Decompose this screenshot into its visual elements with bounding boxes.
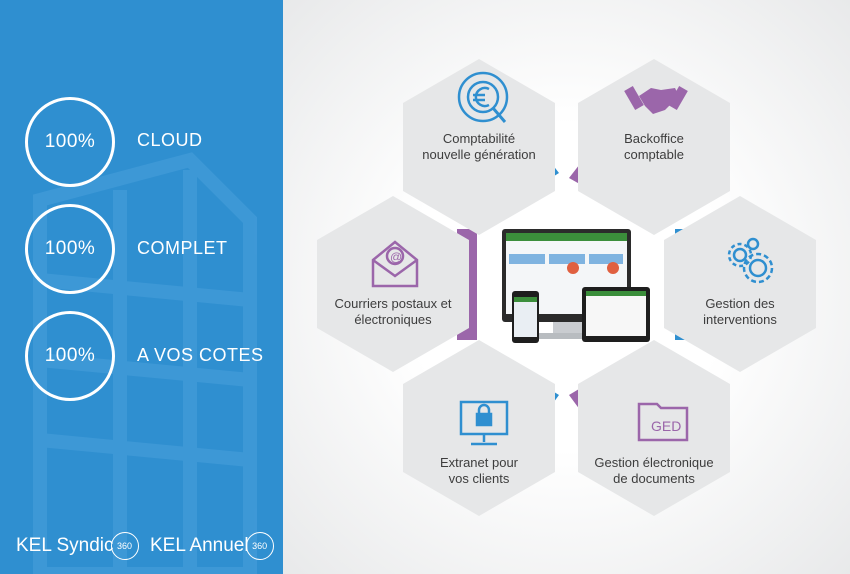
service-label-comptabilite: Comptabilité nouvelle génération <box>404 131 554 163</box>
hex-backoffice <box>578 59 730 235</box>
hex-ged <box>578 340 730 516</box>
service-label-courriers: Courriers postaux et électroniques <box>318 296 468 328</box>
euro-target-icon <box>457 71 509 123</box>
claim-circle-cloud: 100% <box>25 97 115 187</box>
service-label-interventions: Gestion des interventions <box>665 296 815 328</box>
hex-interventions <box>664 196 816 372</box>
claim-label-cloud: CLOUD <box>137 130 203 150</box>
service-line: nouvelle génération <box>422 147 536 162</box>
gears-icon <box>727 237 774 284</box>
claim-percent: 100% <box>44 238 96 259</box>
brand-badge: 360 <box>245 532 274 560</box>
service-line: interventions <box>703 312 777 327</box>
brand-name: KEL Syndic <box>16 535 114 556</box>
service-line: électroniques <box>354 312 432 327</box>
service-label-extranet: Extranet pour vos clients <box>404 455 554 487</box>
left-panel: 100% CLOUD 100% COMPLET 100% A VOS COTES… <box>0 0 283 574</box>
service-line: Backoffice <box>624 131 684 146</box>
service-line: Comptabilité <box>442 131 516 146</box>
hex-courriers <box>317 196 469 372</box>
claim-label-complet: COMPLET <box>137 238 228 258</box>
locked-monitor-icon <box>459 400 509 446</box>
service-line: de documents <box>613 471 695 486</box>
service-line: vos clients <box>448 471 510 486</box>
handshake-icon <box>624 85 688 114</box>
service-label-ged: Gestion électronique de documents <box>579 455 729 487</box>
ged-icon-label: GED <box>651 418 681 434</box>
svg-text:@: @ <box>390 250 402 264</box>
service-line: Courriers postaux et <box>334 296 452 311</box>
service-line: Extranet pour <box>439 455 519 470</box>
service-line: Gestion des <box>705 296 775 311</box>
claim-percent: 100% <box>44 131 96 152</box>
claim-circle-complet: 100% <box>25 204 115 294</box>
claim-percent: 100% <box>44 345 96 366</box>
brand-name: KEL Annuel <box>150 535 249 556</box>
devices-illustration <box>502 229 650 343</box>
service-label-backoffice: Backoffice comptable <box>579 131 729 163</box>
service-line: comptable <box>624 147 684 162</box>
claim-label-avoscotes: A VOS COTES <box>137 345 264 365</box>
hex-comptabilite <box>403 59 555 235</box>
email-icon: @ <box>371 240 419 288</box>
hex-grid: @ GED <box>317 59 816 516</box>
ged-folder-icon: GED <box>637 402 689 442</box>
claim-circle-avoscotes: 100% <box>25 311 115 401</box>
right-panel: @ GED <box>283 0 850 574</box>
hex-extranet <box>403 340 555 516</box>
building-background <box>33 152 257 574</box>
service-line: Gestion électronique <box>594 455 714 470</box>
brand-badge: 360 <box>110 532 139 560</box>
